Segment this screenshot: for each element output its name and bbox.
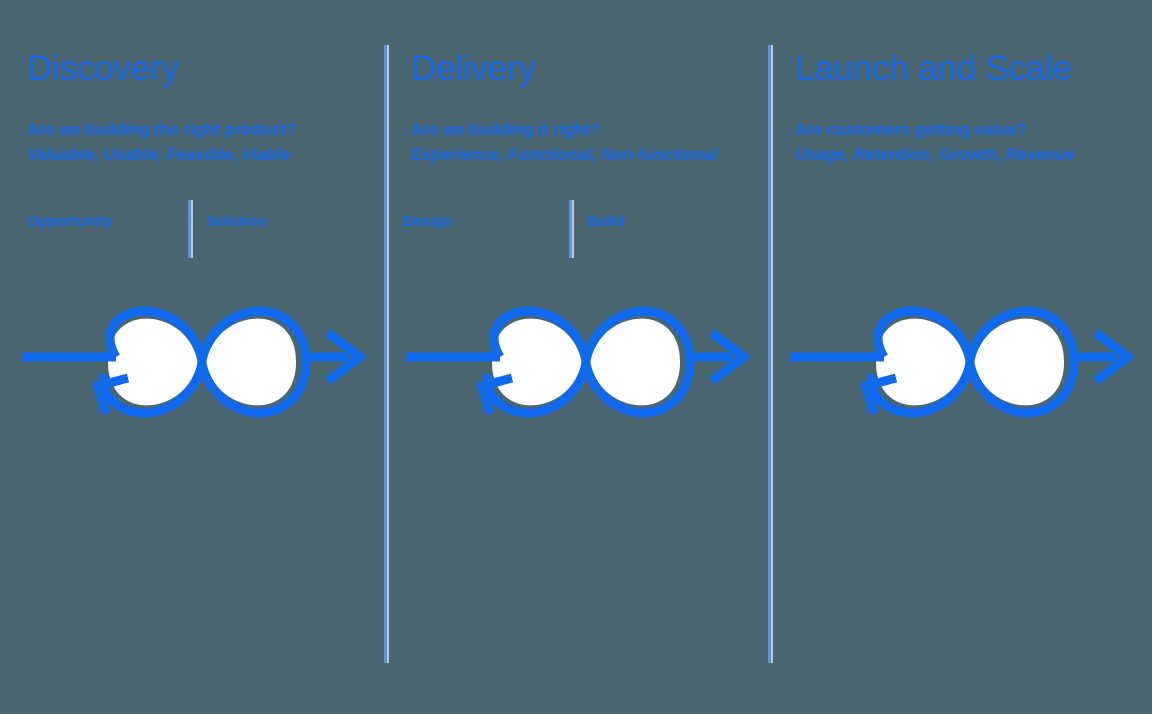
phase-question-discovery: Are we building the right product? — [27, 121, 297, 139]
subphase-label-build: Build — [587, 213, 625, 230]
phase-column-discovery: Discovery Are we building the right prod… — [0, 0, 384, 714]
phase-attributes-discovery: Valuable, Usable, Feasible, Viable — [27, 146, 290, 164]
double-loop-arrow-icon-launch-and-scale — [780, 300, 1140, 424]
phase-column-delivery: Delivery Are we building it right? Exper… — [384, 0, 768, 714]
phase-attributes-launch-and-scale: Usage, Retention, Growth, Revenue — [795, 146, 1075, 164]
phase-attributes-delivery: Experience, Functional, Non-functional — [411, 146, 718, 164]
subphase-divider-delivery — [569, 200, 572, 258]
double-loop-arrow-icon-delivery — [396, 300, 756, 424]
phase-question-delivery: Are we building it right? — [411, 121, 600, 139]
subphase-label-design: Design — [403, 213, 454, 230]
phase-column-launch-and-scale: Launch and Scale Are customers getting v… — [768, 0, 1152, 714]
subphase-label-opportunity: Opportunity — [27, 213, 113, 230]
column-divider-2 — [768, 45, 771, 663]
double-loop-arrow-icon-discovery — [12, 300, 372, 424]
subphase-label-solution: Solution — [207, 213, 267, 230]
phase-title-delivery: Delivery — [411, 49, 536, 88]
column-divider-1 — [384, 45, 387, 663]
phase-title-launch-and-scale: Launch and Scale — [795, 49, 1073, 88]
phase-question-launch-and-scale: Are customers getting value? — [795, 121, 1027, 139]
phase-title-discovery: Discovery — [27, 49, 179, 88]
subphase-divider-discovery — [188, 200, 191, 258]
